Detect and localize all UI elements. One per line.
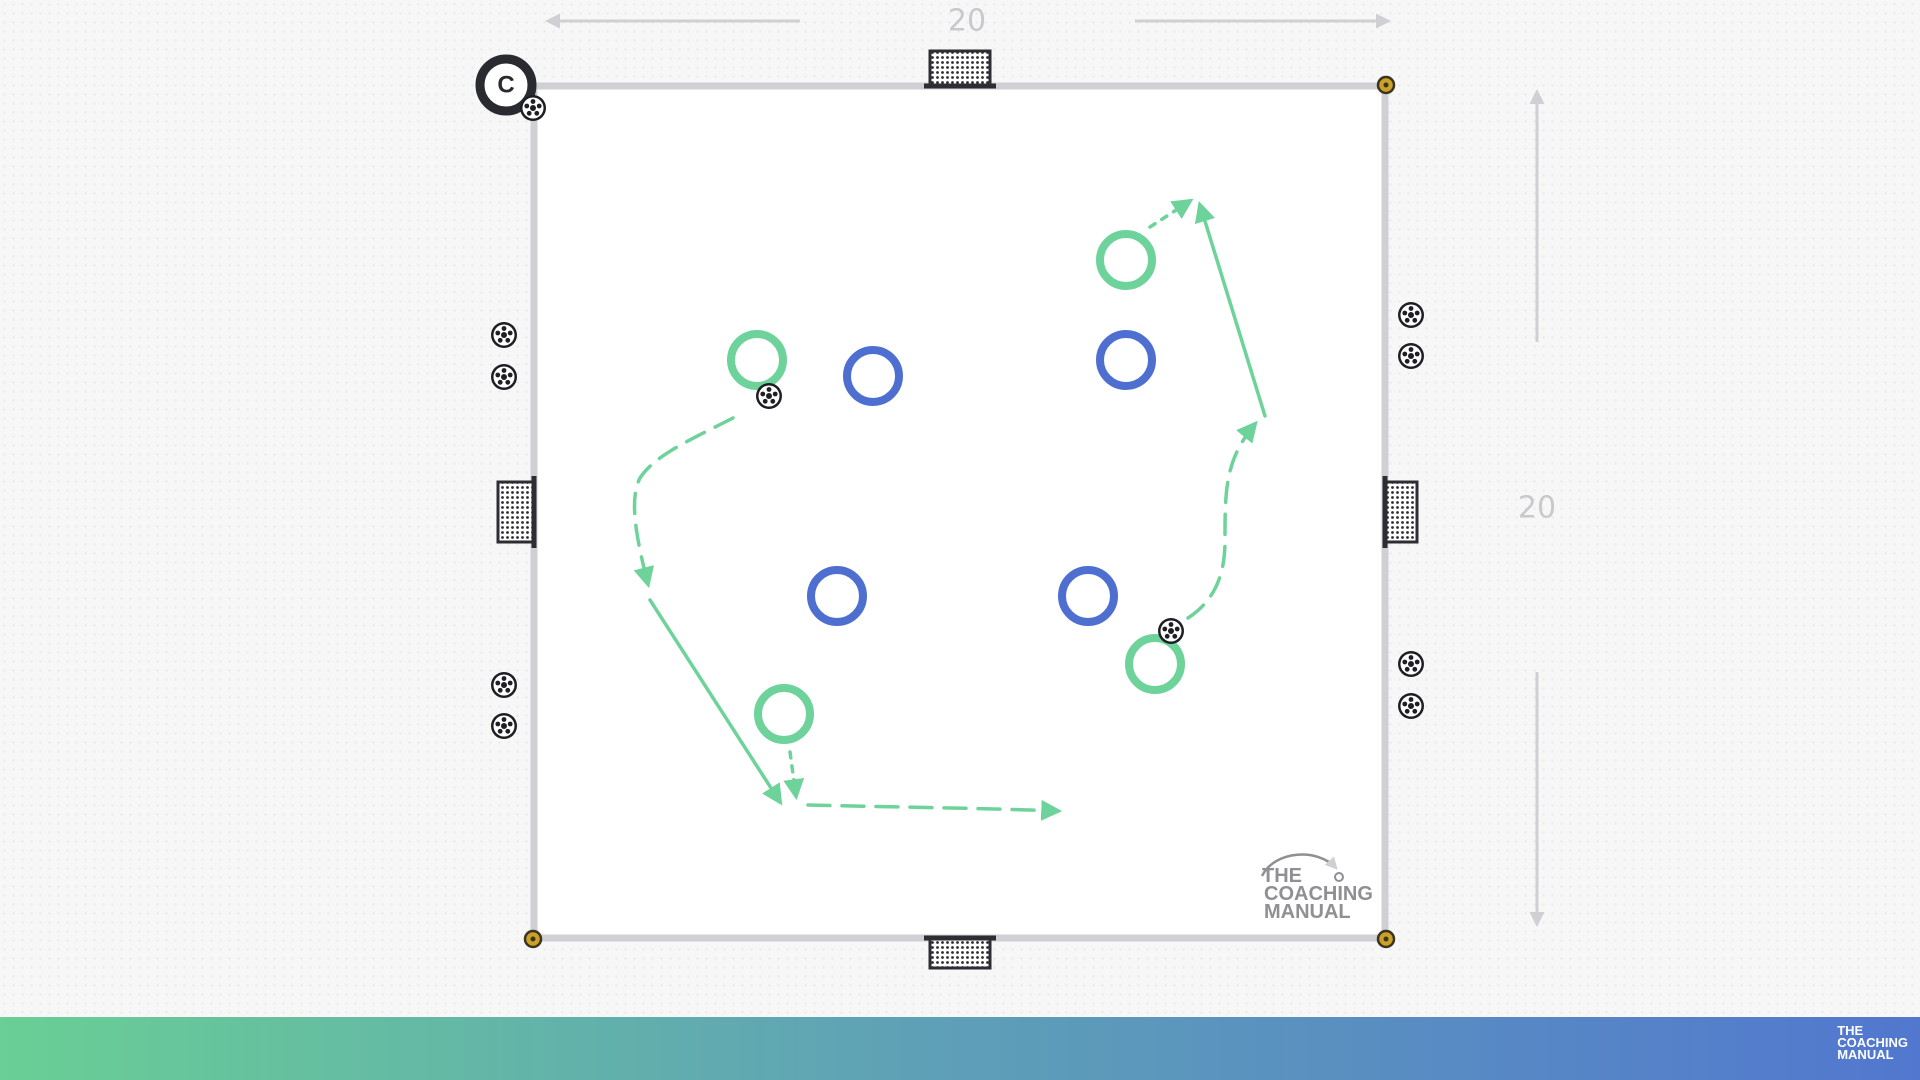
footer-logo: THE COACHING MANUAL (1837, 1023, 1908, 1062)
ball-icon (491, 364, 517, 390)
ball-icon (1158, 618, 1184, 644)
watermark-logo: THE COACHING MANUAL (1260, 853, 1373, 923)
svg-text:MANUAL: MANUAL (1264, 901, 1351, 923)
ball-icon (1398, 343, 1424, 369)
movement-lines (632, 198, 1267, 821)
ball-icon (1398, 651, 1424, 677)
footer-bar: THE COACHING MANUAL (0, 1017, 1920, 1080)
defender-player (843, 346, 903, 406)
defender-player (1096, 330, 1156, 390)
attacker-player (727, 330, 787, 390)
ball-icon (1398, 693, 1424, 719)
goal-top (924, 49, 996, 89)
ball-icon (491, 672, 517, 698)
attacker-player (1125, 634, 1185, 694)
footer-logo-line3: MANUAL (1837, 1047, 1894, 1062)
height-label: 20 (1518, 491, 1556, 526)
attacker-player (754, 684, 814, 744)
cone-bottom-left (523, 929, 543, 949)
dribble-left-path (632, 416, 735, 589)
goal-left (496, 476, 537, 548)
coach-icon: C (475, 54, 537, 116)
width-label: 20 (948, 4, 986, 39)
dribble-right-path (1186, 420, 1258, 620)
ball-icon (491, 713, 517, 739)
svg-text:THE: THE (1262, 865, 1302, 887)
ball-icon (756, 383, 782, 409)
dribble-bottom-path (806, 799, 1063, 821)
footer-logo-line2: COACHING (1837, 1035, 1908, 1050)
ball-icon (491, 322, 517, 348)
svg-text:C: C (497, 71, 514, 98)
run-left-path (648, 598, 783, 806)
goal-bottom (924, 935, 996, 970)
ball-icon (1398, 302, 1424, 328)
footer-logo-line1: THE (1837, 1023, 1864, 1038)
defender-player (1058, 566, 1118, 626)
ball-icon (520, 95, 546, 121)
short-run-path (783, 750, 805, 801)
pitch-area (534, 86, 1384, 938)
cone-bottom-right (1376, 929, 1396, 949)
cone-top-right (1376, 75, 1396, 95)
svg-text:COACHING: COACHING (1264, 883, 1373, 905)
goal-right (1382, 476, 1419, 548)
attacker-player (1096, 230, 1156, 290)
defender-player (807, 566, 867, 626)
run-right-path (1194, 200, 1267, 418)
